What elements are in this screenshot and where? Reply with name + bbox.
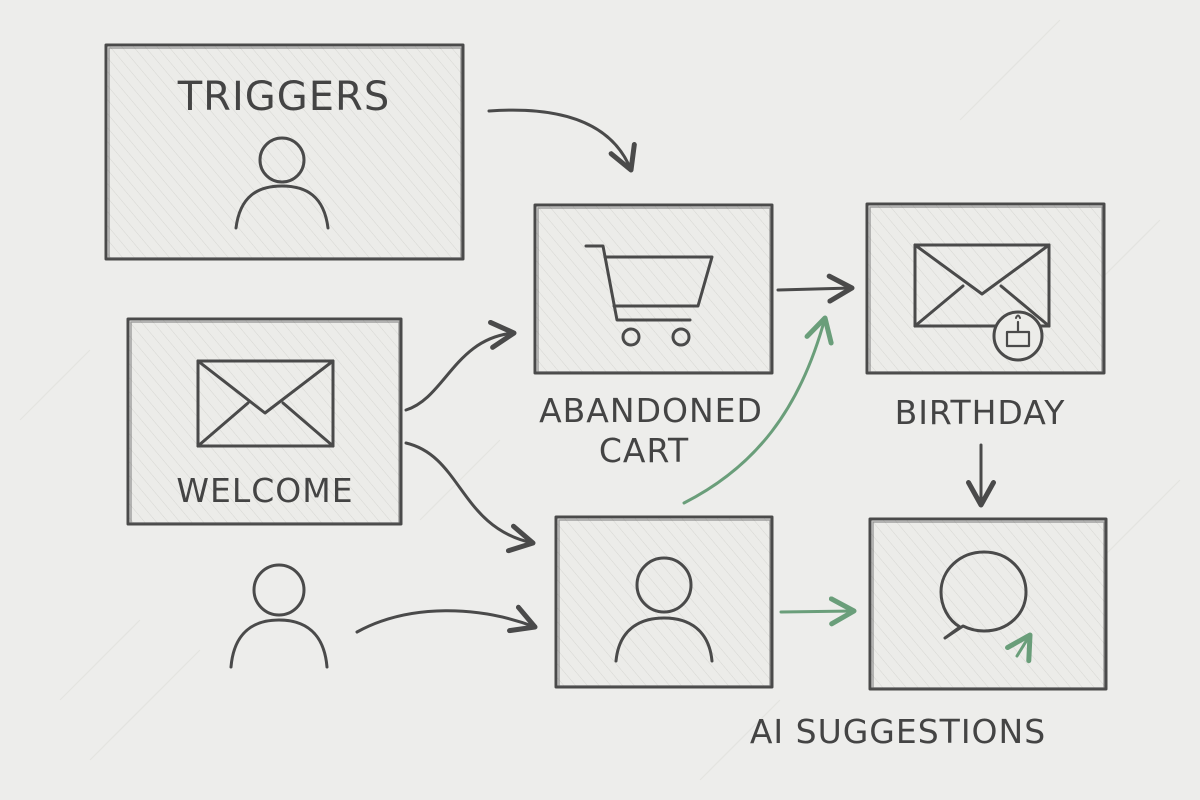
birthday-node[interactable]: BIRTHDAY bbox=[865, 202, 1106, 432]
triggers-box-sketch bbox=[108, 47, 462, 259]
arrow-welcome-to-cart bbox=[404, 319, 517, 412]
person-icon bbox=[234, 136, 330, 230]
abandoned-cart-box bbox=[533, 203, 774, 375]
welcome-box bbox=[126, 317, 403, 526]
arrow-customer-to-birthday bbox=[682, 315, 834, 505]
ai-suggestions-label: AI SUGGESTIONS bbox=[750, 712, 1046, 751]
arrow-user-to-customer bbox=[355, 604, 538, 634]
triggers-node[interactable]: TRIGGERS bbox=[104, 43, 465, 261]
birthday-cake-badge-icon bbox=[992, 310, 1044, 362]
paper-texture bbox=[19, 19, 1181, 781]
ai-suggestions-box-sketch bbox=[872, 521, 1105, 689]
welcome-node[interactable]: WELCOME bbox=[126, 317, 403, 526]
birthday-box bbox=[865, 202, 1106, 375]
arrow-cart-to-birthday bbox=[776, 273, 855, 304]
envelope-icon bbox=[913, 243, 1051, 328]
birthday-box-sketch bbox=[869, 206, 1103, 373]
triggers-box bbox=[104, 43, 465, 261]
shopping-cart-icon bbox=[584, 244, 714, 347]
user-icon bbox=[229, 563, 329, 669]
welcome-box-sketch bbox=[130, 321, 400, 524]
welcome-label: WELCOME bbox=[176, 471, 353, 510]
customer-node[interactable] bbox=[554, 515, 774, 689]
birthday-label: BIRTHDAY bbox=[895, 393, 1066, 432]
triggers-label: TRIGGERS bbox=[177, 74, 390, 120]
arrow-welcome-to-customer bbox=[404, 441, 536, 554]
person-icon bbox=[614, 556, 714, 663]
abandoned-cart-node[interactable]: ABANDONED CART bbox=[533, 203, 774, 470]
arrow-triggers-to-cart bbox=[487, 108, 637, 173]
arrow-customer-to-ai bbox=[779, 596, 857, 627]
sparkle-arrow-icon bbox=[1005, 632, 1033, 664]
connectors bbox=[355, 108, 996, 634]
ai-suggestions-box bbox=[868, 517, 1108, 691]
customer-box-sketch bbox=[558, 519, 771, 687]
abandoned-cart-label-line1: ABANDONED bbox=[539, 391, 763, 430]
ai-suggestions-node[interactable]: AI SUGGESTIONS bbox=[750, 517, 1108, 751]
abandoned-cart-label-line2: CART bbox=[599, 431, 689, 470]
envelope-icon bbox=[196, 359, 335, 448]
abandoned-cart-box-sketch bbox=[537, 207, 771, 373]
customer-box bbox=[554, 515, 774, 689]
chat-bubble-icon bbox=[939, 550, 1028, 640]
